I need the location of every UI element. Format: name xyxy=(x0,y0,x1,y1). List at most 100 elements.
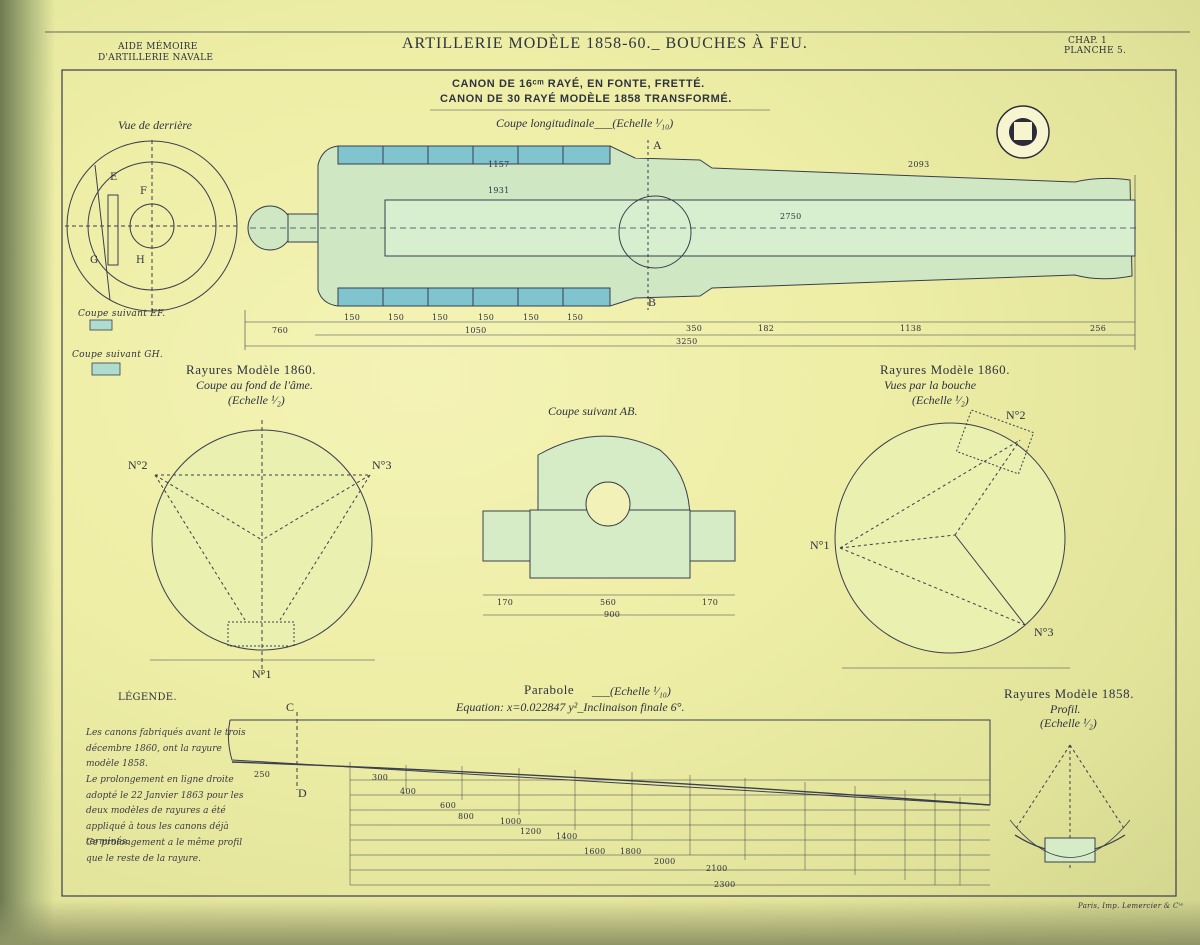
label-n1-left: N°1 xyxy=(252,667,272,681)
dimension-value: 1050 xyxy=(465,326,487,335)
rayure-1858-profile xyxy=(1044,837,1096,863)
dimension-value: 1000 xyxy=(500,817,522,826)
ab-bore xyxy=(585,481,631,527)
legend-note-1: Les canons fabriqués avant le trois déce… xyxy=(86,728,246,769)
dimension-value: 600 xyxy=(440,801,457,810)
header-left-line1: AIDE MÉMOIRE xyxy=(118,42,198,52)
page-title: ARTILLERIE MODÈLE 1858-60._ BOUCHES À FE… xyxy=(402,35,808,52)
parabole-title: Parabole xyxy=(524,682,575,697)
dimension-value: 150 xyxy=(478,313,495,322)
rayures-1858-sub: Profil. xyxy=(1050,702,1081,716)
dimension-value: 1931 xyxy=(488,186,510,195)
label-n2-left: N°2 xyxy=(128,458,148,472)
dimension-value: 1138 xyxy=(900,324,922,333)
legend-note-3: Ce prolongement a le même profil que le … xyxy=(86,838,243,864)
parabola-drawing xyxy=(227,712,991,886)
label-n2-right: N°2 xyxy=(1006,408,1026,422)
header-right-line1: CHAP. 1 xyxy=(1068,36,1108,46)
rayures-1860-left-scale: (Echelle ¹⁄₂) xyxy=(228,393,285,407)
dimension-value: 3250 xyxy=(676,337,698,346)
dimension-value: 2100 xyxy=(706,864,728,873)
rayures-1860-left-drawing xyxy=(150,420,375,675)
rear-breech-slot xyxy=(107,194,119,266)
dimension-value: 800 xyxy=(458,812,475,821)
rayures-1860-right-scale: (Echelle ¹⁄₂) xyxy=(912,393,969,407)
coupe-ef-profile xyxy=(89,319,113,331)
dimension-value: 150 xyxy=(567,313,584,322)
header-left-line2: D'ARTILLERIE NAVALE xyxy=(98,53,214,63)
parabole-scale: ___(Echelle ¹⁄₁₀) xyxy=(592,684,671,698)
dimension-value: 150 xyxy=(388,313,405,322)
dimension-value: 182 xyxy=(758,324,775,333)
dimension-value: 1400 xyxy=(556,832,578,841)
label-E: E xyxy=(110,172,118,183)
label-longitudinal: Coupe longitudinale___(Echelle ¹⁄₁₀) xyxy=(496,116,674,130)
dimension-value: 350 xyxy=(686,324,703,333)
dimension-value: 2000 xyxy=(654,857,676,866)
rayures-1858-scale: (Echelle ¹⁄₂) xyxy=(1040,716,1097,730)
trunnion-circle xyxy=(618,195,692,269)
dimension-value: 256 xyxy=(1090,324,1107,333)
bore-circle-right xyxy=(834,422,1066,654)
dimension-value: 300 xyxy=(372,773,389,782)
coupe-ab-drawing xyxy=(482,435,736,616)
dimension-value: 400 xyxy=(400,787,417,796)
legend-note-2: Le prolongement en ligne droite adopté l… xyxy=(86,775,244,847)
dimension-value: 1800 xyxy=(620,847,642,856)
dimension-value: 170 xyxy=(702,598,719,607)
dimension-value: 2750 xyxy=(780,212,802,221)
label-coupe-gh: Coupe suivant GH. xyxy=(72,350,164,360)
label-n3-left: N°3 xyxy=(372,458,392,472)
cannon-longitudinal-section xyxy=(244,140,1140,350)
hoop-bottom xyxy=(337,287,611,307)
coupe-ef-drawing xyxy=(89,319,113,331)
sheet-title-1: CANON DE 16ᶜᵐ RAYÉ, EN FONTE, FRETTÉ. xyxy=(452,78,705,90)
label-D: D xyxy=(298,786,307,800)
label-H: H xyxy=(136,255,146,266)
header-right-line2: PLANCHE 5. xyxy=(1064,46,1127,56)
label-B: B xyxy=(648,295,657,309)
dimension-value: 2300 xyxy=(714,880,736,889)
rayures-1860-right-title: Rayures Modèle 1860. xyxy=(880,362,1011,377)
label-rear-view: Vue de derrière xyxy=(118,118,192,132)
dimension-value: 900 xyxy=(604,610,621,619)
dimension-value: 250 xyxy=(254,770,271,779)
dimension-value: 2093 xyxy=(908,160,930,169)
label-C: C xyxy=(286,700,295,714)
dimension-value: 170 xyxy=(497,598,514,607)
label-G: G xyxy=(90,255,99,266)
rear-dim-line xyxy=(94,164,111,301)
imprint: Paris, Imp. Lemercier & Cⁱᵉ xyxy=(1078,902,1184,910)
plate-border xyxy=(61,69,1177,897)
dimension-value: 150 xyxy=(344,313,361,322)
label-n1-right: N°1 xyxy=(810,538,830,552)
label-coupe-ef: Coupe suivant EF. xyxy=(78,309,166,319)
label-F: F xyxy=(140,186,148,197)
coupe-gh-profile xyxy=(91,362,121,376)
rayures-1860-right-drawing xyxy=(834,409,1070,669)
groove-n1 xyxy=(227,621,295,647)
page-bottom-shadow xyxy=(0,900,1200,945)
rayures-1860-right-sub: Vues par la bouche xyxy=(884,378,977,392)
hoop-top xyxy=(337,145,611,165)
ab-upper-block xyxy=(537,435,691,521)
coupe-ab-title: Coupe suivant AB. xyxy=(548,404,638,418)
rayures-1858-drawing xyxy=(1009,744,1131,870)
rayures-1860-left-title: Rayures Modèle 1860. xyxy=(186,362,317,377)
page-edge-shadow xyxy=(0,0,55,945)
dimension-value: 150 xyxy=(432,313,449,322)
coupe-gh-drawing xyxy=(91,362,121,376)
label-n3-right: N°3 xyxy=(1034,625,1054,639)
dimension-value: 150 xyxy=(523,313,540,322)
parabole-equation: Equation: x=0.022847 y²_Inclinaison fina… xyxy=(456,700,685,714)
parabola-curve xyxy=(231,761,991,806)
dimension-value: 1600 xyxy=(584,847,606,856)
dimension-value: 760 xyxy=(272,326,289,335)
legend-title: LÉGENDE. xyxy=(118,692,177,703)
dimension-value: 1157 xyxy=(488,160,510,169)
sheet-title-2: CANON DE 30 RAYÉ MODÈLE 1858 TRANSFORMÉ. xyxy=(440,93,732,105)
rayures-1858-title: Rayures Modèle 1858. xyxy=(1004,686,1135,701)
label-A: A xyxy=(653,138,662,152)
archive-stamp xyxy=(996,105,1050,159)
